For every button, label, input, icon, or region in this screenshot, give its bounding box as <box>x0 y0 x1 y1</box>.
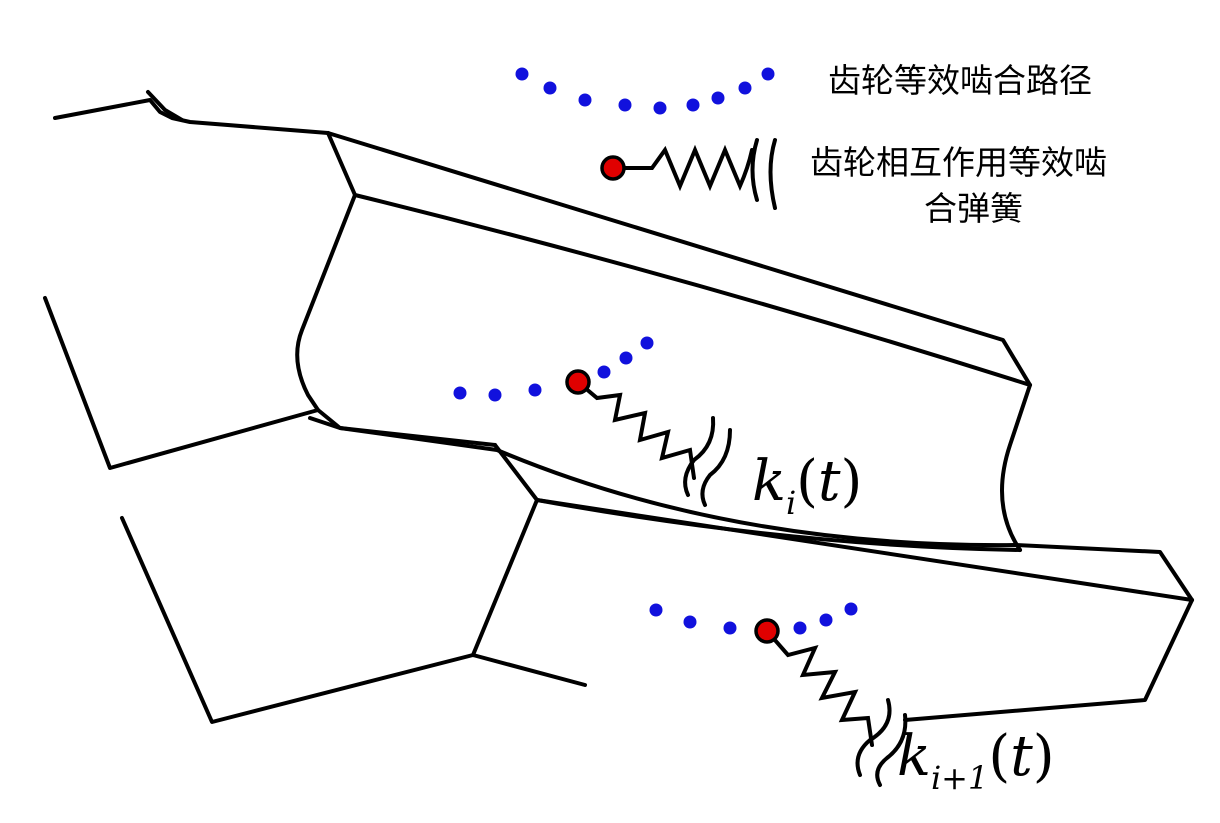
lower-contact-point-icon <box>754 618 780 644</box>
mesh-path-dot <box>597 365 611 379</box>
mesh-path-dot <box>453 386 467 400</box>
upper-gear-outline <box>43 90 1032 552</box>
upper-spring-stiffness-label: ki(t) <box>752 449 862 522</box>
upper-mesh-path-dots <box>453 336 654 402</box>
legend-mesh-spring <box>600 138 777 210</box>
mesh-path-dot <box>619 351 633 365</box>
lower-gear-outline <box>120 416 1194 724</box>
upper-spring-ground-icon <box>700 428 732 507</box>
upper-spring-ground-icon <box>683 416 716 497</box>
legend-path-dot <box>711 91 725 105</box>
lower-mesh-spring <box>754 618 908 787</box>
lower-spring-ground-icon <box>855 698 892 777</box>
mesh-path-dot <box>723 621 737 635</box>
legend-mesh-spring-label-line2: 合弹簧 <box>924 189 1023 228</box>
mesh-path-dot <box>793 621 807 635</box>
mesh-path-dot <box>819 613 833 627</box>
upper-mesh-spring <box>565 369 732 507</box>
lower-mesh-path-dots <box>649 602 858 635</box>
lower-spring-coil-icon <box>765 629 874 747</box>
legend-path-dot <box>515 67 529 81</box>
mesh-path-dot <box>683 615 697 629</box>
lower-spring-ground-icon <box>875 713 908 787</box>
mesh-path-dot <box>649 603 663 617</box>
legend-spring-ground-icon <box>750 138 759 202</box>
legend-mesh-spring-label-line1: 齿轮相互作用等效啮 <box>810 143 1107 182</box>
upper-contact-point-icon <box>565 369 591 395</box>
mesh-path-dot <box>844 602 858 616</box>
legend-contact-point-icon <box>600 155 626 181</box>
mesh-path-dot <box>640 336 654 350</box>
legend-spring-coil-icon <box>621 144 754 192</box>
legend-spring-ground-icon <box>768 138 777 210</box>
legend-path-dot <box>578 93 592 107</box>
legend-path-dot <box>686 98 700 112</box>
legend-path-dot <box>738 81 752 95</box>
mesh-path-dot <box>488 388 502 402</box>
lower-spring-stiffness-label: ki+1(t) <box>897 724 1055 797</box>
legend-path-dot <box>653 101 667 115</box>
legend-mesh-path-dots <box>515 67 775 115</box>
legend-path-dot <box>618 98 632 112</box>
legend-mesh-path-label: 齿轮等效啮合路径 <box>828 61 1092 100</box>
mesh-path-dot <box>528 383 542 397</box>
legend-path-dot <box>761 67 775 81</box>
legend-path-dot <box>543 81 557 95</box>
upper-spring-coil-icon <box>576 380 696 480</box>
